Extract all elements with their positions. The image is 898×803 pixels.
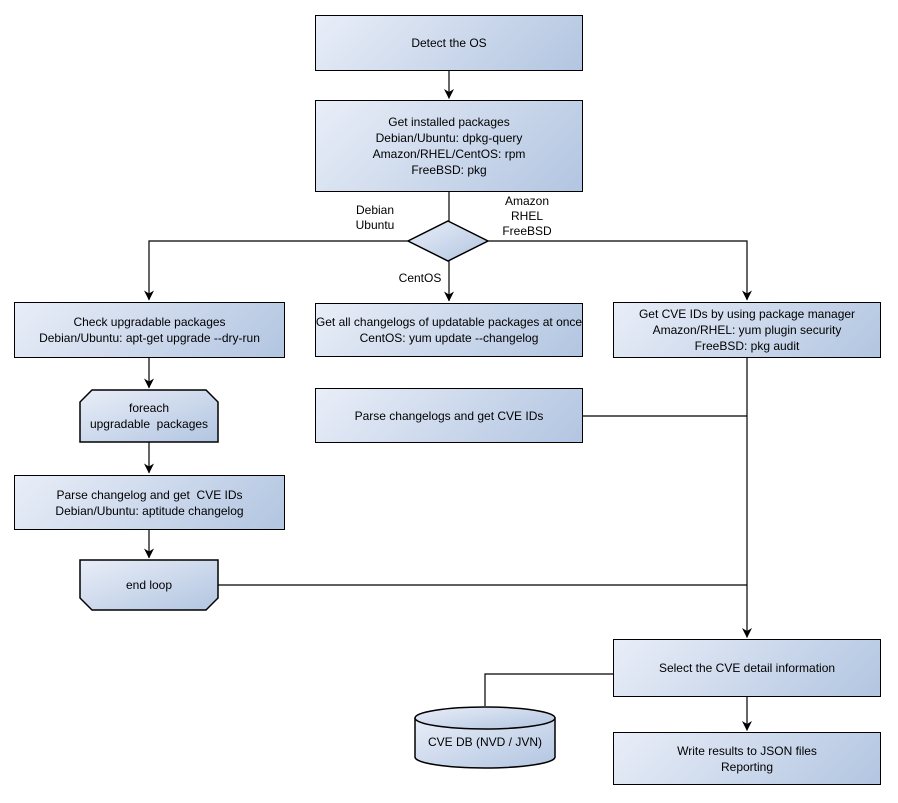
process-get-all-changelogs: Get all changelogs of updatable packages…	[315, 303, 583, 357]
end-loop-label: end loop	[125, 578, 173, 592]
decision-diamond	[406, 220, 490, 262]
process-select-cve-detail: Select the CVE detail information	[613, 639, 881, 697]
process-detect-os: Detect the OS	[315, 15, 583, 71]
process-parse-changelogs-centos: Parse changelogs and get CVE IDs	[315, 388, 583, 443]
foreach-loop-shape	[79, 389, 219, 443]
branch-label-centos: CentOS	[398, 271, 442, 285]
edge-decision-to-get-cve-ids	[488, 240, 752, 301]
edge-decision-to-check-upgradable	[144, 240, 408, 301]
cve-db-label: CVE DB (NVD / JVN)	[427, 735, 542, 749]
end-loop-shape	[79, 559, 219, 611]
edge-select-to-cvedb	[484, 673, 613, 706]
database-cylinder-top	[414, 706, 556, 730]
database-cylinder-body	[414, 717, 556, 769]
